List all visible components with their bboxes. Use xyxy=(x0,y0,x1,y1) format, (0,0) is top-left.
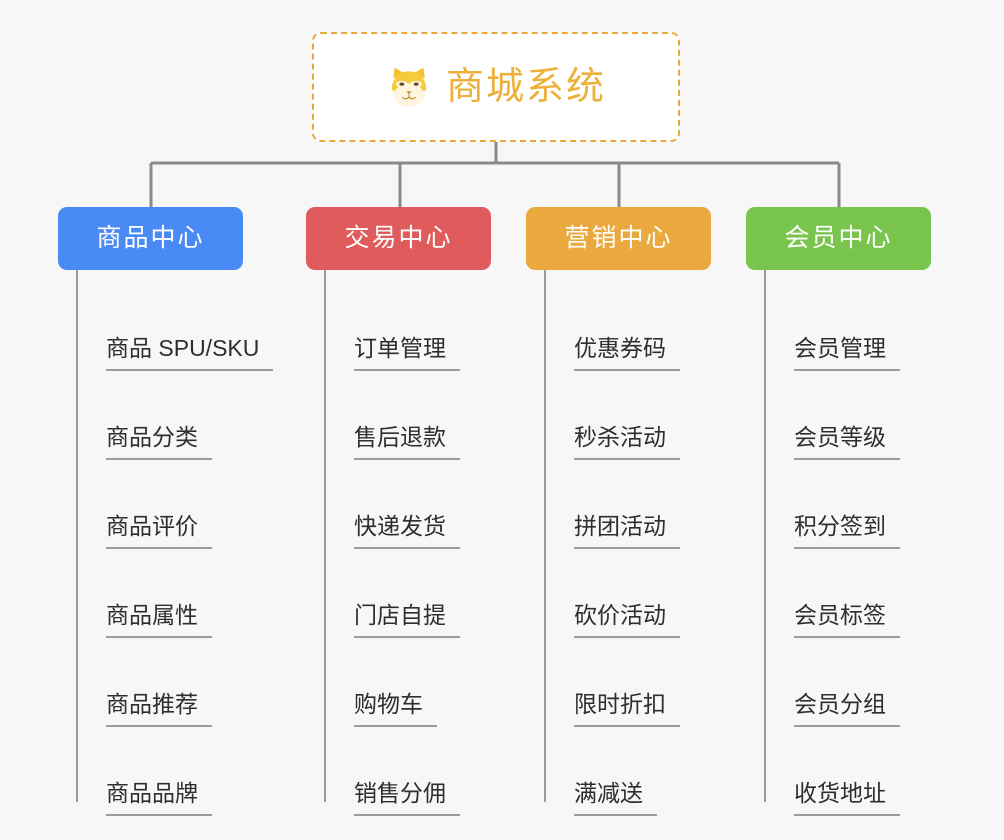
leaf-label: 限时折扣 xyxy=(574,693,680,727)
leaf-label: 售后退款 xyxy=(354,426,460,460)
branch-column-2: 交易中心 订单管理 售后退款 快递发货 门店自提 购物车 销售分佣 xyxy=(306,207,491,816)
branch-column-4: 会员中心 会员管理 会员等级 积分签到 会员标签 会员分组 收货地址 xyxy=(746,207,931,816)
branch-header-label: 交易中心 xyxy=(344,224,453,252)
leaf-label: 快递发货 xyxy=(354,515,460,549)
leaf-label: 订单管理 xyxy=(354,337,460,371)
root-node[interactable]: 商城系统 xyxy=(312,32,680,142)
leaf-label: 优惠券码 xyxy=(574,337,680,371)
branch-header-4[interactable]: 会员中心 xyxy=(746,207,931,270)
leaf-item[interactable]: 优惠券码 xyxy=(544,282,711,371)
branch-header-label: 商品中心 xyxy=(96,224,205,252)
leaf-label: 拼团活动 xyxy=(574,515,680,549)
shiba-dog-icon xyxy=(391,67,427,108)
leaf-item[interactable]: 收货地址 xyxy=(764,727,931,816)
leaf-label: 购物车 xyxy=(354,693,437,727)
branch-column-3: 营销中心 优惠券码 秒杀活动 拼团活动 砍价活动 限时折扣 满减送 xyxy=(526,207,711,816)
leaf-label: 商品评价 xyxy=(106,515,212,549)
branch-column-1: 商品中心 商品 SPU/SKU 商品分类 商品评价 商品属性 商品推荐 商品品牌 xyxy=(58,207,274,816)
branch-header-1[interactable]: 商品中心 xyxy=(58,207,243,270)
leaf-item[interactable]: 会员等级 xyxy=(764,371,931,460)
leaf-item[interactable]: 商品属性 xyxy=(76,549,273,638)
branch-header-3[interactable]: 营销中心 xyxy=(526,207,711,270)
leaf-item[interactable]: 销售分佣 xyxy=(324,727,491,816)
leaf-label: 满减送 xyxy=(574,782,657,816)
leaf-list-1: 商品 SPU/SKU 商品分类 商品评价 商品属性 商品推荐 商品品牌 xyxy=(76,270,274,816)
leaf-label: 商品 SPU/SKU xyxy=(106,337,274,371)
leaf-label: 砍价活动 xyxy=(574,604,680,638)
leaf-item[interactable]: 商品推荐 xyxy=(76,638,273,727)
leaf-item[interactable]: 砍价活动 xyxy=(544,549,711,638)
leaf-item[interactable]: 会员管理 xyxy=(764,282,931,371)
leaf-item[interactable]: 门店自提 xyxy=(324,549,491,638)
leaf-item[interactable]: 会员分组 xyxy=(764,638,931,727)
leaf-item[interactable]: 积分签到 xyxy=(764,460,931,549)
leaf-item[interactable]: 商品品牌 xyxy=(76,727,273,816)
leaf-label: 商品品牌 xyxy=(106,782,212,816)
leaf-label: 秒杀活动 xyxy=(574,426,680,460)
leaf-item[interactable]: 售后退款 xyxy=(324,371,491,460)
leaf-item[interactable]: 拼团活动 xyxy=(544,460,711,549)
leaf-label: 积分签到 xyxy=(794,515,900,549)
leaf-list-4: 会员管理 会员等级 积分签到 会员标签 会员分组 收货地址 xyxy=(764,270,931,816)
leaf-list-2: 订单管理 售后退款 快递发货 门店自提 购物车 销售分佣 xyxy=(324,270,491,816)
leaf-item[interactable]: 订单管理 xyxy=(324,282,491,371)
root-title: 商城系统 xyxy=(445,66,606,108)
leaf-item[interactable]: 快递发货 xyxy=(324,460,491,549)
branch-header-label: 营销中心 xyxy=(564,224,673,252)
leaf-label: 商品分类 xyxy=(106,426,212,460)
leaf-item[interactable]: 秒杀活动 xyxy=(544,371,711,460)
leaf-label: 门店自提 xyxy=(354,604,460,638)
branch-header-2[interactable]: 交易中心 xyxy=(306,207,491,270)
leaf-item[interactable]: 商品评价 xyxy=(76,460,273,549)
leaf-label: 会员等级 xyxy=(794,426,900,460)
leaf-item[interactable]: 满减送 xyxy=(544,727,711,816)
leaf-label: 销售分佣 xyxy=(354,782,460,816)
leaf-item[interactable]: 购物车 xyxy=(324,638,491,727)
leaf-list-3: 优惠券码 秒杀活动 拼团活动 砍价活动 限时折扣 满减送 xyxy=(544,270,711,816)
leaf-item[interactable]: 商品分类 xyxy=(76,371,273,460)
leaf-label: 商品推荐 xyxy=(106,693,212,727)
leaf-label: 会员分组 xyxy=(794,693,900,727)
leaf-item[interactable]: 商品 SPU/SKU xyxy=(76,282,274,371)
leaf-label: 会员标签 xyxy=(794,604,900,638)
leaf-item[interactable]: 会员标签 xyxy=(764,549,931,638)
leaf-label: 商品属性 xyxy=(106,604,212,638)
branch-header-label: 会员中心 xyxy=(784,224,893,252)
leaf-item[interactable]: 限时折扣 xyxy=(544,638,711,727)
leaf-label: 收货地址 xyxy=(794,782,900,816)
leaf-label: 会员管理 xyxy=(794,337,900,371)
